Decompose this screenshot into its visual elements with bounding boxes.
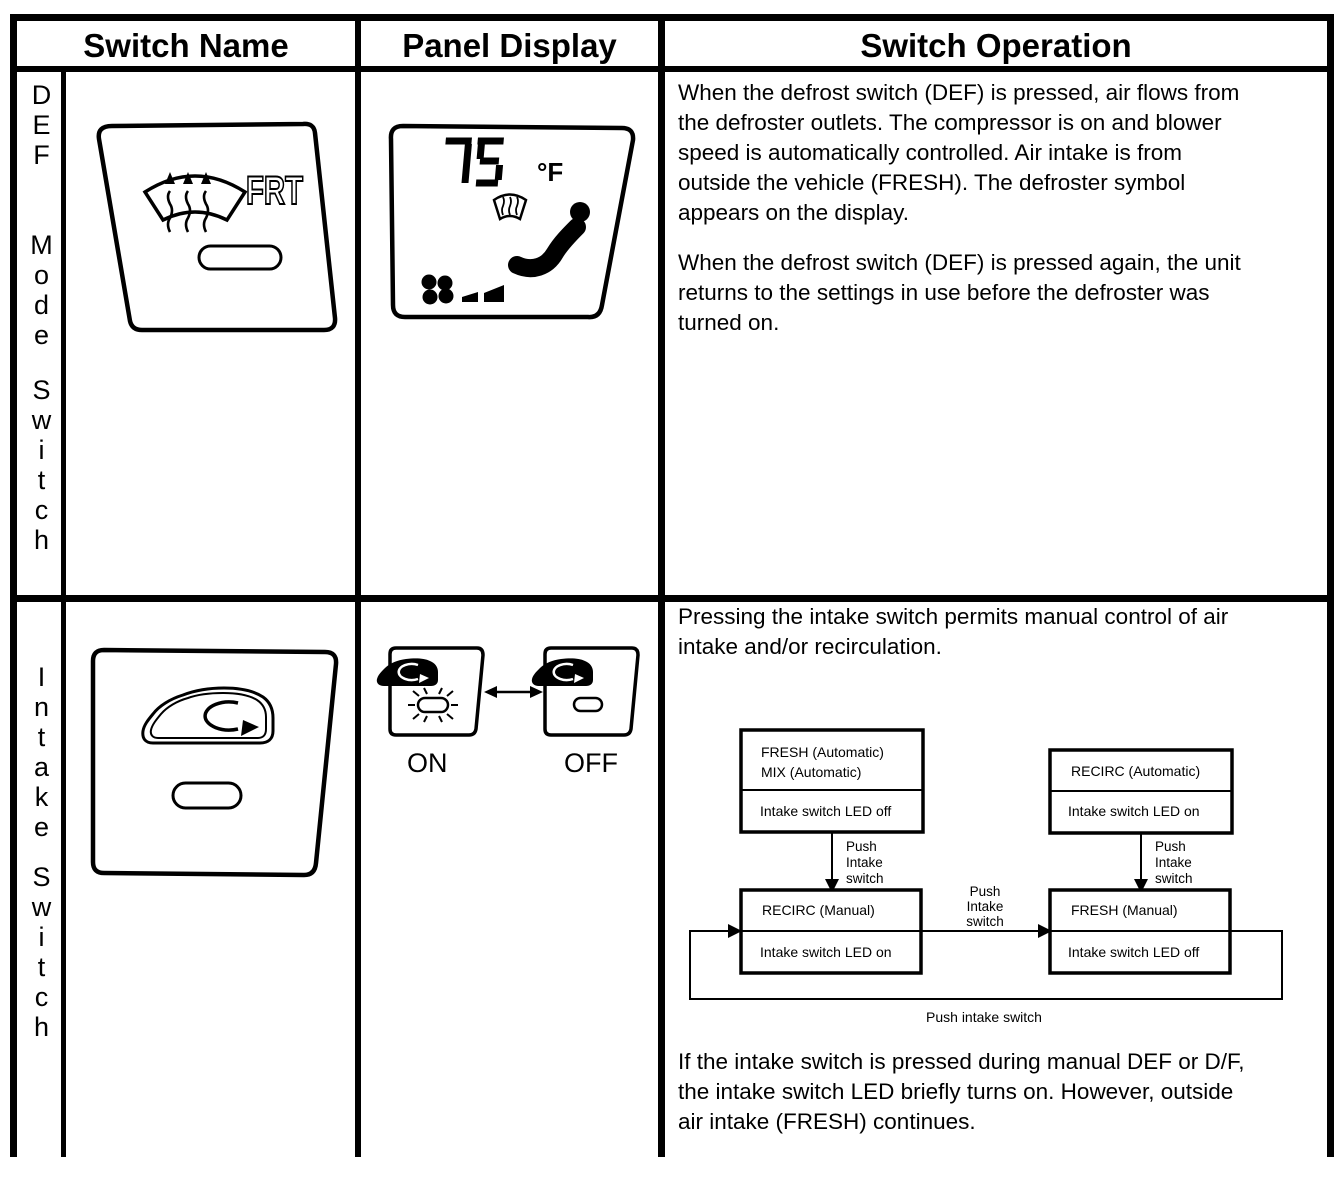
led-glow-icon xyxy=(408,687,458,723)
svg-text:Intake switch LED on: Intake switch LED on xyxy=(760,944,892,960)
text-line: returns to the settings in use before th… xyxy=(678,280,1210,305)
svg-text:switch: switch xyxy=(966,914,1004,929)
def-led-pill xyxy=(197,244,283,271)
intake-button-outline xyxy=(90,647,339,878)
frt-label: FRT xyxy=(246,169,303,213)
text-line: air intake (FRESH) continues. xyxy=(678,1109,976,1134)
on-label: ON xyxy=(407,748,448,778)
text-line: outside the vehicle (FRESH). The defrost… xyxy=(678,170,1186,195)
svg-text:Push: Push xyxy=(1155,839,1186,854)
recirc-car-icon xyxy=(141,686,275,745)
table-border-top xyxy=(10,14,1334,21)
column-header-switch-operation: Switch Operation xyxy=(860,27,1132,64)
def-button-outline xyxy=(96,121,338,333)
svg-text:RECIRC (Manual): RECIRC (Manual) xyxy=(762,902,875,918)
svg-text:Intake switch LED off: Intake switch LED off xyxy=(1068,944,1199,960)
svg-text:RECIRC (Automatic): RECIRC (Automatic) xyxy=(1071,763,1200,779)
text-line: intake and/or recirculation. xyxy=(678,634,942,659)
text-line: speed is automatically controlled. Air i… xyxy=(678,140,1182,165)
fan-level-bars xyxy=(462,285,504,302)
intake-operation-note: If the intake switch is pressed during m… xyxy=(678,1047,1326,1137)
recirc-car-icon-small-off xyxy=(530,657,595,688)
column-header-switch-name: Switch Name xyxy=(83,27,289,64)
seat-airflow-icon xyxy=(508,202,590,278)
intake-flowchart: FRESH (Automatic) MIX (Automatic) Intake… xyxy=(689,728,1283,1025)
recirc-car-icon-small-on xyxy=(375,657,440,688)
defrost-indicator-icon xyxy=(492,193,528,221)
intake-button-graphic xyxy=(90,647,339,878)
defroster-icon xyxy=(142,172,248,233)
def-operation-paragraph-2: When the defrost switch (DEF) is pressed… xyxy=(678,248,1326,338)
def-operation-paragraph-1: When the defrost switch (DEF) is pressed… xyxy=(678,78,1326,228)
flow-box-fresh-auto: FRESH (Automatic) MIX (Automatic) Intake… xyxy=(739,728,925,834)
svg-text:Intake switch LED off: Intake switch LED off xyxy=(760,803,891,819)
fan-icon xyxy=(421,274,454,305)
text-line: the defroster outlets. The compressor is… xyxy=(678,110,1222,135)
row-separator xyxy=(10,595,1334,602)
flow-loop-line xyxy=(689,930,1283,1000)
svg-text:Intake: Intake xyxy=(846,855,883,870)
text-line: the intake switch LED briefly turns on. … xyxy=(678,1079,1234,1104)
display-outline xyxy=(388,123,636,320)
header-separator xyxy=(10,66,1334,72)
text-line: When the defrost switch (DEF) is pressed… xyxy=(678,80,1240,105)
svg-text:FRESH (Manual): FRESH (Manual) xyxy=(1071,902,1178,918)
flow-push-label-1: Push Intake switch xyxy=(846,839,884,886)
flow-push-label-3: Push Intake switch xyxy=(966,884,1004,929)
svg-text:Push: Push xyxy=(846,839,877,854)
table-border-right xyxy=(1327,14,1334,1157)
off-label: OFF xyxy=(564,748,618,778)
def-button-graphic: FRT xyxy=(96,121,338,333)
table-border-left xyxy=(10,14,17,1157)
led-off-icon xyxy=(572,696,604,713)
double-arrow-icon xyxy=(484,686,543,698)
flow-loop-arrowhead xyxy=(728,924,742,938)
flow-down-arrowhead-2 xyxy=(1134,879,1148,893)
flow-box-recirc-auto: RECIRC (Automatic) Intake switch LED on xyxy=(1048,748,1234,835)
svg-text:Intake: Intake xyxy=(1155,855,1192,870)
svg-text:switch: switch xyxy=(1155,871,1193,886)
intake-operation-intro: Pressing the intake switch permits manua… xyxy=(678,602,1326,662)
flow-box-fresh-manual: FRESH (Manual) Intake switch LED off xyxy=(1048,888,1232,975)
text-line: When the defrost switch (DEF) is pressed… xyxy=(678,250,1241,275)
flow-down-arrowhead-1 xyxy=(825,879,839,893)
svg-text:Push: Push xyxy=(970,884,1001,899)
svg-text:FRESH (Automatic): FRESH (Automatic) xyxy=(761,744,884,760)
on-button-outline xyxy=(388,646,485,737)
intake-panel-display-graphic xyxy=(375,646,640,737)
label-column-separator xyxy=(61,66,66,1157)
column-separator-1 xyxy=(355,14,361,1157)
svg-text:switch: switch xyxy=(846,871,884,886)
svg-text:MIX (Automatic): MIX (Automatic) xyxy=(761,764,861,780)
temperature-unit: °F xyxy=(537,157,563,187)
flow-box-recirc-manual: RECIRC (Manual) Intake switch LED on xyxy=(739,888,923,975)
text-line: Pressing the intake switch permits manua… xyxy=(678,604,1229,629)
text-line: appears on the display. xyxy=(678,200,909,225)
flow-connector-arrowhead xyxy=(1038,924,1052,938)
text-line: If the intake switch is pressed during m… xyxy=(678,1049,1245,1074)
column-separator-2 xyxy=(658,14,665,1157)
temperature-digits xyxy=(445,137,504,187)
intake-led-pill xyxy=(171,781,243,810)
flow-push-label-2: Push Intake switch xyxy=(1155,839,1193,886)
off-button-outline xyxy=(543,646,640,737)
column-header-panel-display: Panel Display xyxy=(402,27,617,64)
flow-loop-label: Push intake switch xyxy=(926,1009,1042,1025)
svg-text:Intake: Intake xyxy=(967,899,1004,914)
text-line: turned on. xyxy=(678,310,780,335)
panel-display-graphic: °F xyxy=(388,123,636,320)
svg-text:Intake switch LED on: Intake switch LED on xyxy=(1068,803,1200,819)
